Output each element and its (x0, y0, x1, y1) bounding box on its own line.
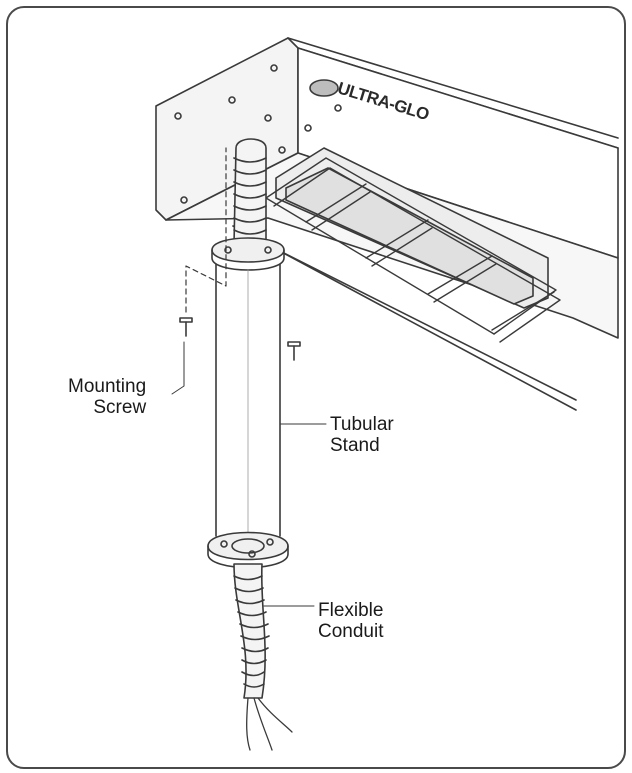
power-wires (246, 697, 293, 751)
panel-screw (278, 146, 286, 154)
wire-guard (265, 157, 561, 343)
alignment-guides (185, 147, 227, 313)
callout-line: Conduit (318, 621, 384, 642)
tubular-stand-body (215, 263, 281, 537)
underside-screw (304, 124, 312, 132)
figure-frame: ULTRA-GLO Mounting Screw Tubular Stand F… (6, 6, 626, 769)
panel-screw (180, 196, 188, 204)
stand-top-flange (211, 237, 285, 263)
panel-screw (270, 64, 278, 72)
mounting-screw-left (179, 317, 193, 337)
underside-screw (334, 104, 342, 112)
callout-mounting-screw: Mounting Screw (68, 376, 146, 418)
flexible-conduit-upper (233, 138, 267, 245)
callout-flexible-conduit: Flexible Conduit (318, 600, 384, 642)
heating-element (285, 167, 534, 305)
callout-line: Screw (93, 397, 147, 418)
callout-line: Stand (330, 435, 380, 456)
flexible-conduit-lower (233, 563, 270, 699)
underside-screw (264, 114, 272, 122)
callout-line: Mounting (68, 376, 147, 397)
callout-line: Tubular (330, 414, 394, 435)
callout-line: Flexible (318, 600, 384, 621)
mounting-screw-right (287, 341, 301, 361)
heater-mounting-illustration (155, 37, 619, 751)
brand-badge-oval (309, 79, 339, 97)
panel-screw (174, 112, 182, 120)
leader-mounting-screw (171, 341, 185, 395)
callout-tubular-stand: Tubular Stand (330, 414, 394, 456)
panel-screw (228, 96, 236, 104)
stand-bottom-flange (207, 531, 289, 561)
